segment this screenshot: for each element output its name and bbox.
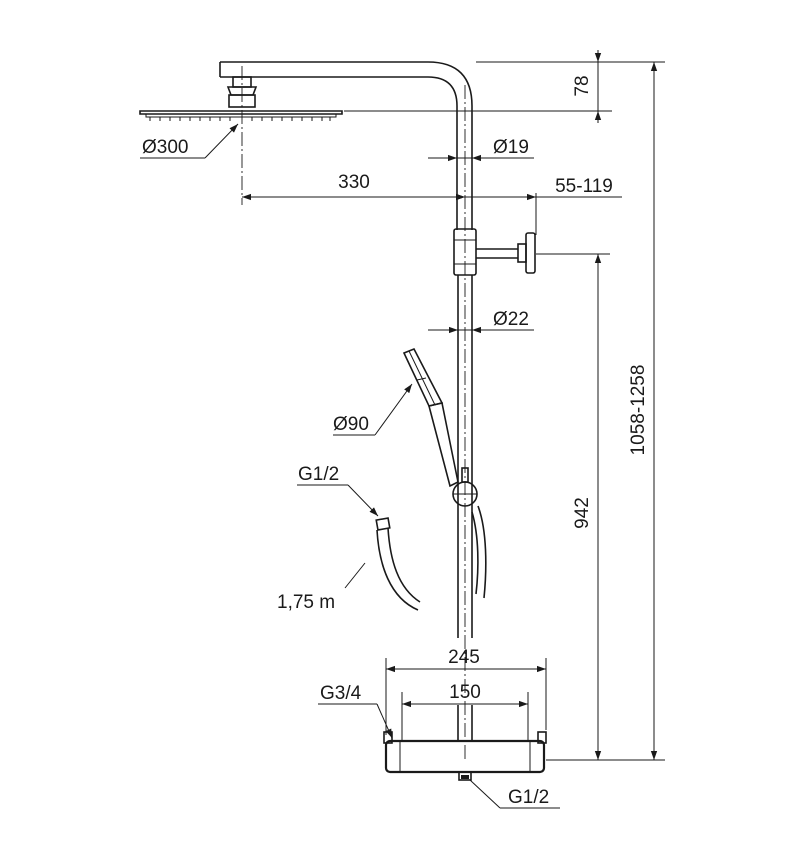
hand-shower <box>402 347 459 488</box>
shower-hose <box>375 505 487 611</box>
label-inlet-thread: G3/4 <box>320 683 362 704</box>
spray-nozzles <box>149 117 331 121</box>
slider <box>452 467 478 507</box>
dim-total-height: 1058-1258 <box>476 61 665 761</box>
dim-inlet-thread: G3/4 <box>318 683 393 739</box>
dim-connection-spacing: 150 <box>401 682 529 740</box>
label-wall-offset: 55-119 <box>555 176 613 197</box>
dim-hose-length: 1,75 m <box>277 562 366 613</box>
label-hand-shower: Ø90 <box>333 414 369 435</box>
label-connection-spacing: 150 <box>449 682 481 703</box>
dim-head: Ø300 <box>140 123 239 159</box>
dim-arm-pipe: Ø19 <box>428 137 534 162</box>
label-hose-length: 1,75 m <box>277 592 335 613</box>
riser-pipe <box>457 275 473 742</box>
thermostatic-mixer <box>383 731 547 781</box>
label-arm-pipe: Ø19 <box>493 137 529 158</box>
dim-hand-shower: Ø90 <box>333 383 413 436</box>
label-outlet-thread: G1/2 <box>508 787 549 808</box>
dim-hose-connection: G1/2 <box>297 464 379 517</box>
overhead-shower-arm <box>219 61 473 230</box>
dim-wall-offset: 55-119 <box>445 176 622 235</box>
dim-arm-reach: 330 <box>242 172 465 201</box>
label-head-diameter: Ø300 <box>142 137 188 158</box>
label-mixer-width: 245 <box>448 647 480 668</box>
label-arm-height: 78 <box>572 75 593 96</box>
shower-head <box>139 76 343 121</box>
wall-bracket <box>453 228 536 276</box>
label-total-height: 1058-1258 <box>628 365 649 456</box>
label-riser: Ø22 <box>493 309 529 330</box>
dim-bracket-height: 942 <box>536 253 610 761</box>
label-hose-connection: G1/2 <box>298 464 339 485</box>
dim-outlet-thread: G1/2 <box>469 779 560 809</box>
dim-mixer-width: 245 <box>385 647 547 735</box>
dim-arm-height: 78 <box>344 50 612 123</box>
label-arm-reach: 330 <box>338 172 370 193</box>
label-bracket-height: 942 <box>572 497 593 529</box>
dim-riser: Ø22 <box>428 309 534 334</box>
